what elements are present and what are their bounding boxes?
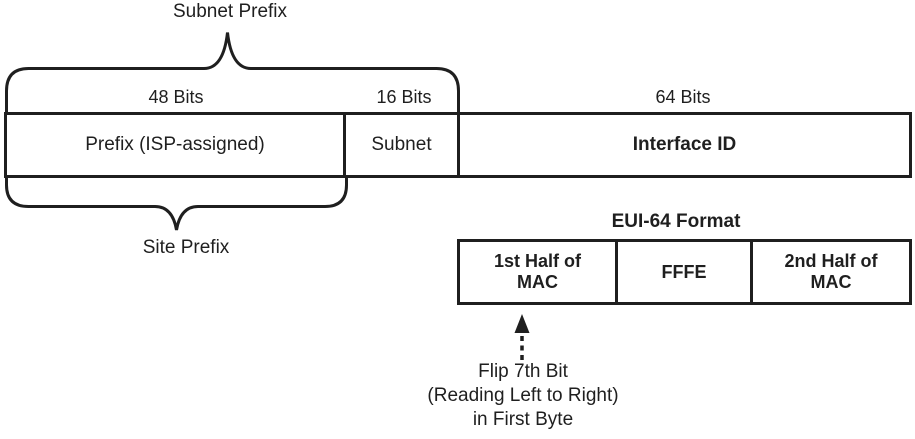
ipv6-address-bar: Prefix (ISP-assigned) Subnet Interface I… bbox=[4, 112, 912, 178]
mac-second-half-cell: 2nd Half of MAC bbox=[784, 251, 878, 292]
mac-first-half-cell: 1st Half of MAC bbox=[460, 242, 618, 302]
bits-label-48: 48 Bits bbox=[148, 87, 204, 107]
prefix-cell: Prefix (ISP-assigned) bbox=[7, 115, 346, 175]
site-prefix-label: Site Prefix bbox=[142, 237, 230, 258]
eui64-table: 1st Half of MAC FFFE 2nd Half of MAC bbox=[457, 239, 912, 305]
site-prefix-brace bbox=[5, 177, 348, 231]
fffe-cell: FFFE bbox=[618, 242, 753, 302]
subnet-prefix-label: Subnet Prefix bbox=[172, 1, 288, 22]
flip-bit-up-arrow-icon bbox=[514, 314, 530, 360]
flip-bit-annotation: Flip 7th Bit (Reading Left to Right) in … bbox=[427, 361, 619, 430]
interface-id-cell: Interface ID bbox=[632, 134, 737, 155]
eui64-format-title: EUI-64 Format bbox=[611, 211, 741, 232]
subnet-cell: Subnet bbox=[346, 115, 460, 175]
bits-label-16: 16 Bits bbox=[376, 87, 432, 107]
bits-label-64: 64 Bits bbox=[655, 87, 711, 107]
